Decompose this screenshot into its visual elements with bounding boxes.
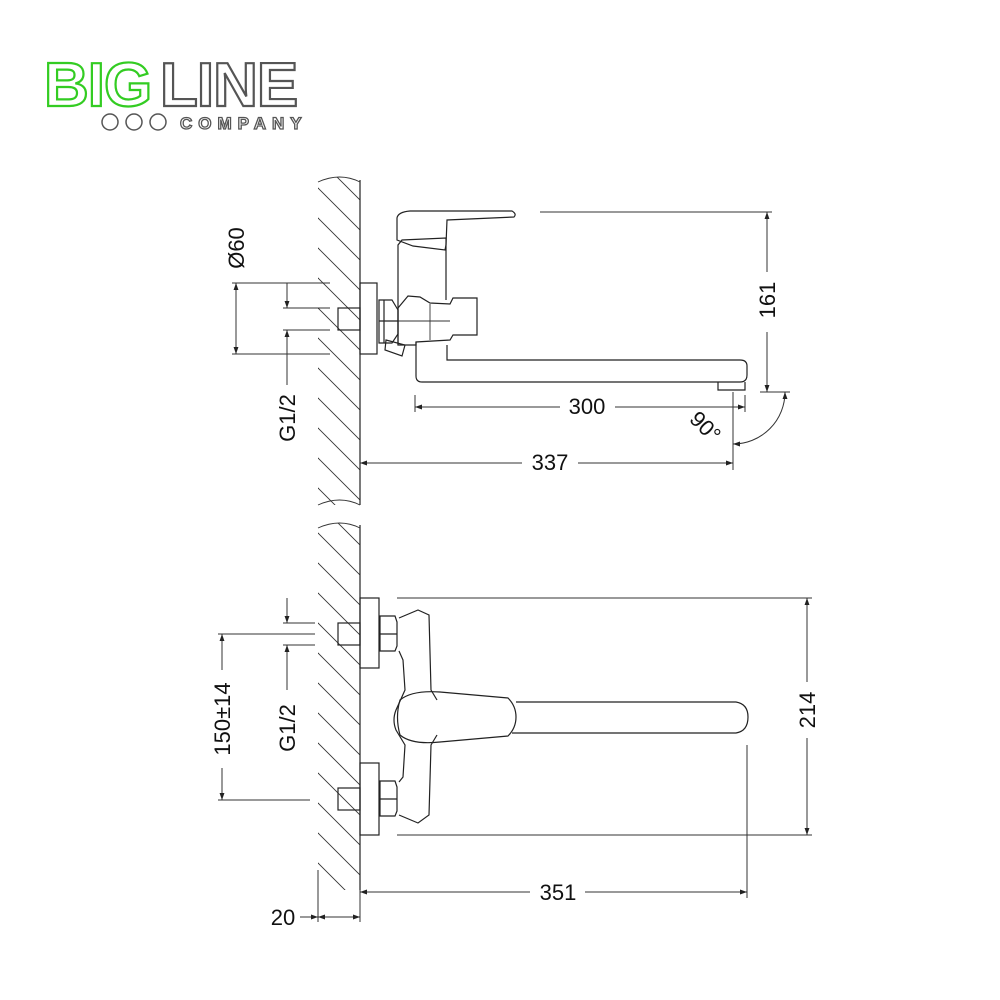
hatch-line	[318, 177, 360, 211]
dim-diameter-label: Ø60	[224, 227, 249, 269]
logo-circle-icon	[125, 113, 143, 131]
logo-circle-icon	[101, 113, 119, 131]
hatch-line	[318, 449, 360, 505]
hatch-line	[318, 389, 360, 451]
hatch-line	[318, 269, 360, 331]
faucet-side-view	[337, 210, 748, 391]
faucet-front-view	[337, 597, 749, 836]
logo-circle-icon	[149, 113, 167, 131]
hatch-line	[318, 674, 360, 736]
hatch-line	[318, 479, 360, 505]
hatch-line	[318, 794, 360, 856]
dim-projection-label: 337	[532, 450, 569, 475]
wall-bottom	[317, 522, 361, 890]
logo-subtitle: COMPANY	[180, 114, 308, 133]
dim-rotation-label: 90°	[685, 406, 726, 447]
hatch-line	[318, 584, 360, 646]
hatch-line	[318, 523, 360, 526]
dim-centers-label: 150±14	[210, 682, 235, 755]
hatch-line	[318, 329, 360, 391]
hatch-line	[318, 644, 360, 706]
dim-height-label: 161	[755, 282, 780, 319]
dim-spout-length-label: 300	[569, 394, 606, 419]
hatch-line	[318, 824, 360, 886]
dim-wall-label: 20	[271, 905, 295, 930]
hatch-line	[318, 359, 360, 421]
bigline-logo: BIG LINE COMPANY	[43, 50, 308, 134]
hatch-line	[318, 177, 360, 181]
hatch-line	[318, 854, 360, 890]
hatch-line	[318, 239, 360, 301]
logo-big-text: BIG	[44, 51, 151, 120]
dim-height-front-label: 214	[795, 692, 820, 729]
hatch-line	[318, 209, 360, 271]
hatch-line	[318, 734, 360, 796]
side-view-dimensions: Ø60 G1/2 161 300 90° 337	[224, 211, 790, 475]
dim-thread-label: G1/2	[275, 394, 300, 442]
front-view-dimensions: 150±14 G1/2 214 351 20	[210, 597, 820, 930]
hatch-line	[318, 524, 360, 586]
hatch-line	[318, 554, 360, 616]
hatch-line	[318, 523, 360, 556]
dim-length-label: 351	[540, 880, 577, 905]
hatch-line	[318, 884, 360, 890]
hatch-line	[318, 764, 360, 826]
hatch-line	[318, 704, 360, 766]
dim-thread-front-label: G1/2	[275, 704, 300, 752]
hatch-line	[318, 419, 360, 481]
hatch-line	[318, 179, 360, 241]
logo-line-text: LINE	[160, 51, 297, 120]
